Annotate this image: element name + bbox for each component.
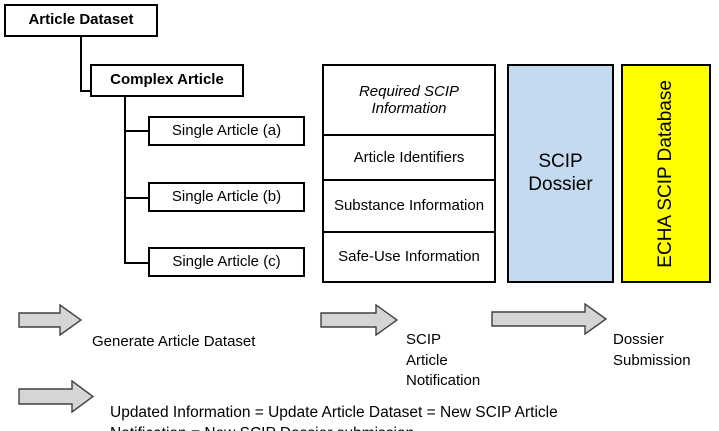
scip-table-row-article-identifiers-label: Article Identifiers — [353, 148, 465, 166]
generate-article-dataset-caption: Generate Article Dataset — [92, 333, 256, 351]
article-dataset-box: Article Dataset — [4, 4, 158, 37]
dossier-submission-arrow-icon — [491, 303, 607, 335]
dossier-submission-caption: Dossier Submission — [613, 331, 691, 369]
connector-line-single-c — [124, 262, 150, 264]
generate-article-dataset-arrow-icon — [18, 304, 82, 336]
single-article-a-label: Single Article (a) — [171, 121, 282, 139]
complex-article-box: Complex Article — [90, 64, 244, 97]
single-article-c-box: Single Article (c) — [148, 247, 305, 277]
scip-table-row-safe-use-information: Safe-Use Information — [324, 233, 494, 281]
scip-table-row-substance-information: Substance Information — [324, 181, 494, 233]
connector-line-single-a — [124, 130, 150, 132]
scip-table-row-safe-use-information-label: Safe-Use Information — [338, 248, 480, 266]
scip-article-notification-arrow-icon — [320, 304, 398, 336]
single-article-b-label: Single Article (b) — [171, 187, 282, 205]
scip-table-header: Required SCIP Information — [324, 66, 494, 136]
single-article-c-label: Single Article (c) — [172, 252, 281, 270]
scip-table-row-substance-information-label: Substance Information — [333, 197, 485, 215]
connector-line-dataset-horizontal — [80, 90, 92, 92]
scip-article-notification-caption: SCIP Article Notification — [406, 331, 481, 389]
connector-line-dataset-vertical — [80, 36, 82, 92]
updated-information-arrow-icon — [18, 380, 94, 413]
complex-article-label: Complex Article — [110, 71, 224, 89]
single-article-b-box: Single Article (b) — [148, 182, 305, 212]
connector-line-complex-vertical — [124, 96, 126, 263]
connector-line-single-b — [124, 197, 150, 199]
echa-scip-database-box: ECHA SCIP Database — [621, 64, 711, 283]
scip-table-header-label: Required SCIP Information — [358, 82, 460, 117]
updated-information-caption: Updated Information = Update Article Dat… — [110, 403, 558, 431]
scip-dossier-label: SCIP Dossier — [528, 150, 593, 195]
single-article-a-box: Single Article (a) — [148, 116, 305, 146]
echa-scip-database-label: ECHA SCIP Database — [655, 79, 677, 268]
required-scip-information-table: Required SCIP Information Article Identi… — [322, 64, 496, 283]
scip-dossier-box: SCIP Dossier — [507, 64, 614, 283]
article-dataset-label: Article Dataset — [28, 11, 134, 29]
scip-table-row-article-identifiers: Article Identifiers — [324, 136, 494, 181]
